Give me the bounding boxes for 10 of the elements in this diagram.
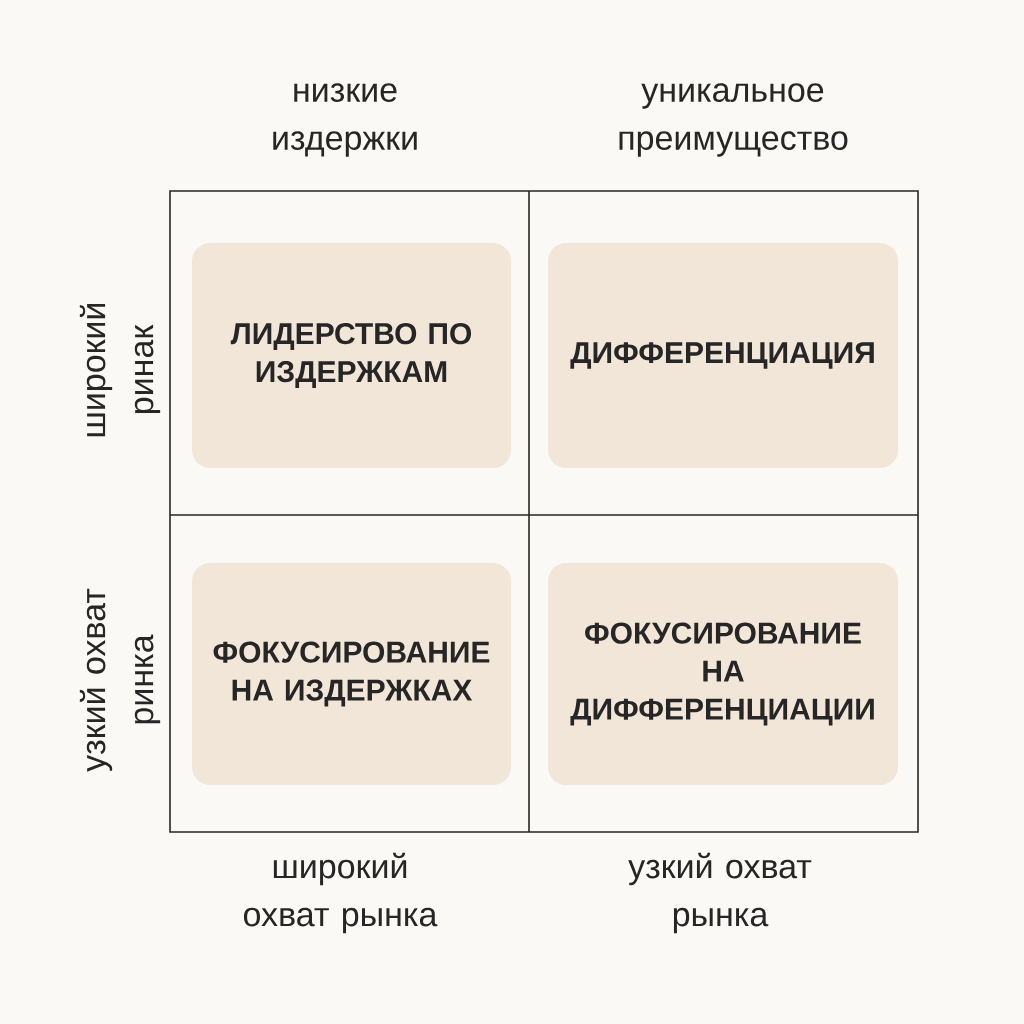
strategy-box: ФОКУСИРОВАНИЕ НА ДИФФЕРЕНЦИАЦИИ [548,563,898,785]
axis-label: уникальное преимущество [619,83,848,157]
axis-label: низкие издержки [273,83,417,157]
axis-label: широкий ринак [79,303,161,437]
strategy-box: ФОКУСИРОВАНИЕ НА ИЗДЕРЖКАХ [192,563,511,785]
axis-label: узкий охват ринка [79,588,161,772]
strategy-box: ДИФФЕРЕНЦИАЦИЯ [548,243,898,468]
strategy-box: ЛИДЕРСТВО ПО ИЗДЕРЖКАМ [192,243,511,468]
axis-label: узкий охват рынка [628,852,812,934]
axis-label: широкий охват рынка [244,852,438,934]
